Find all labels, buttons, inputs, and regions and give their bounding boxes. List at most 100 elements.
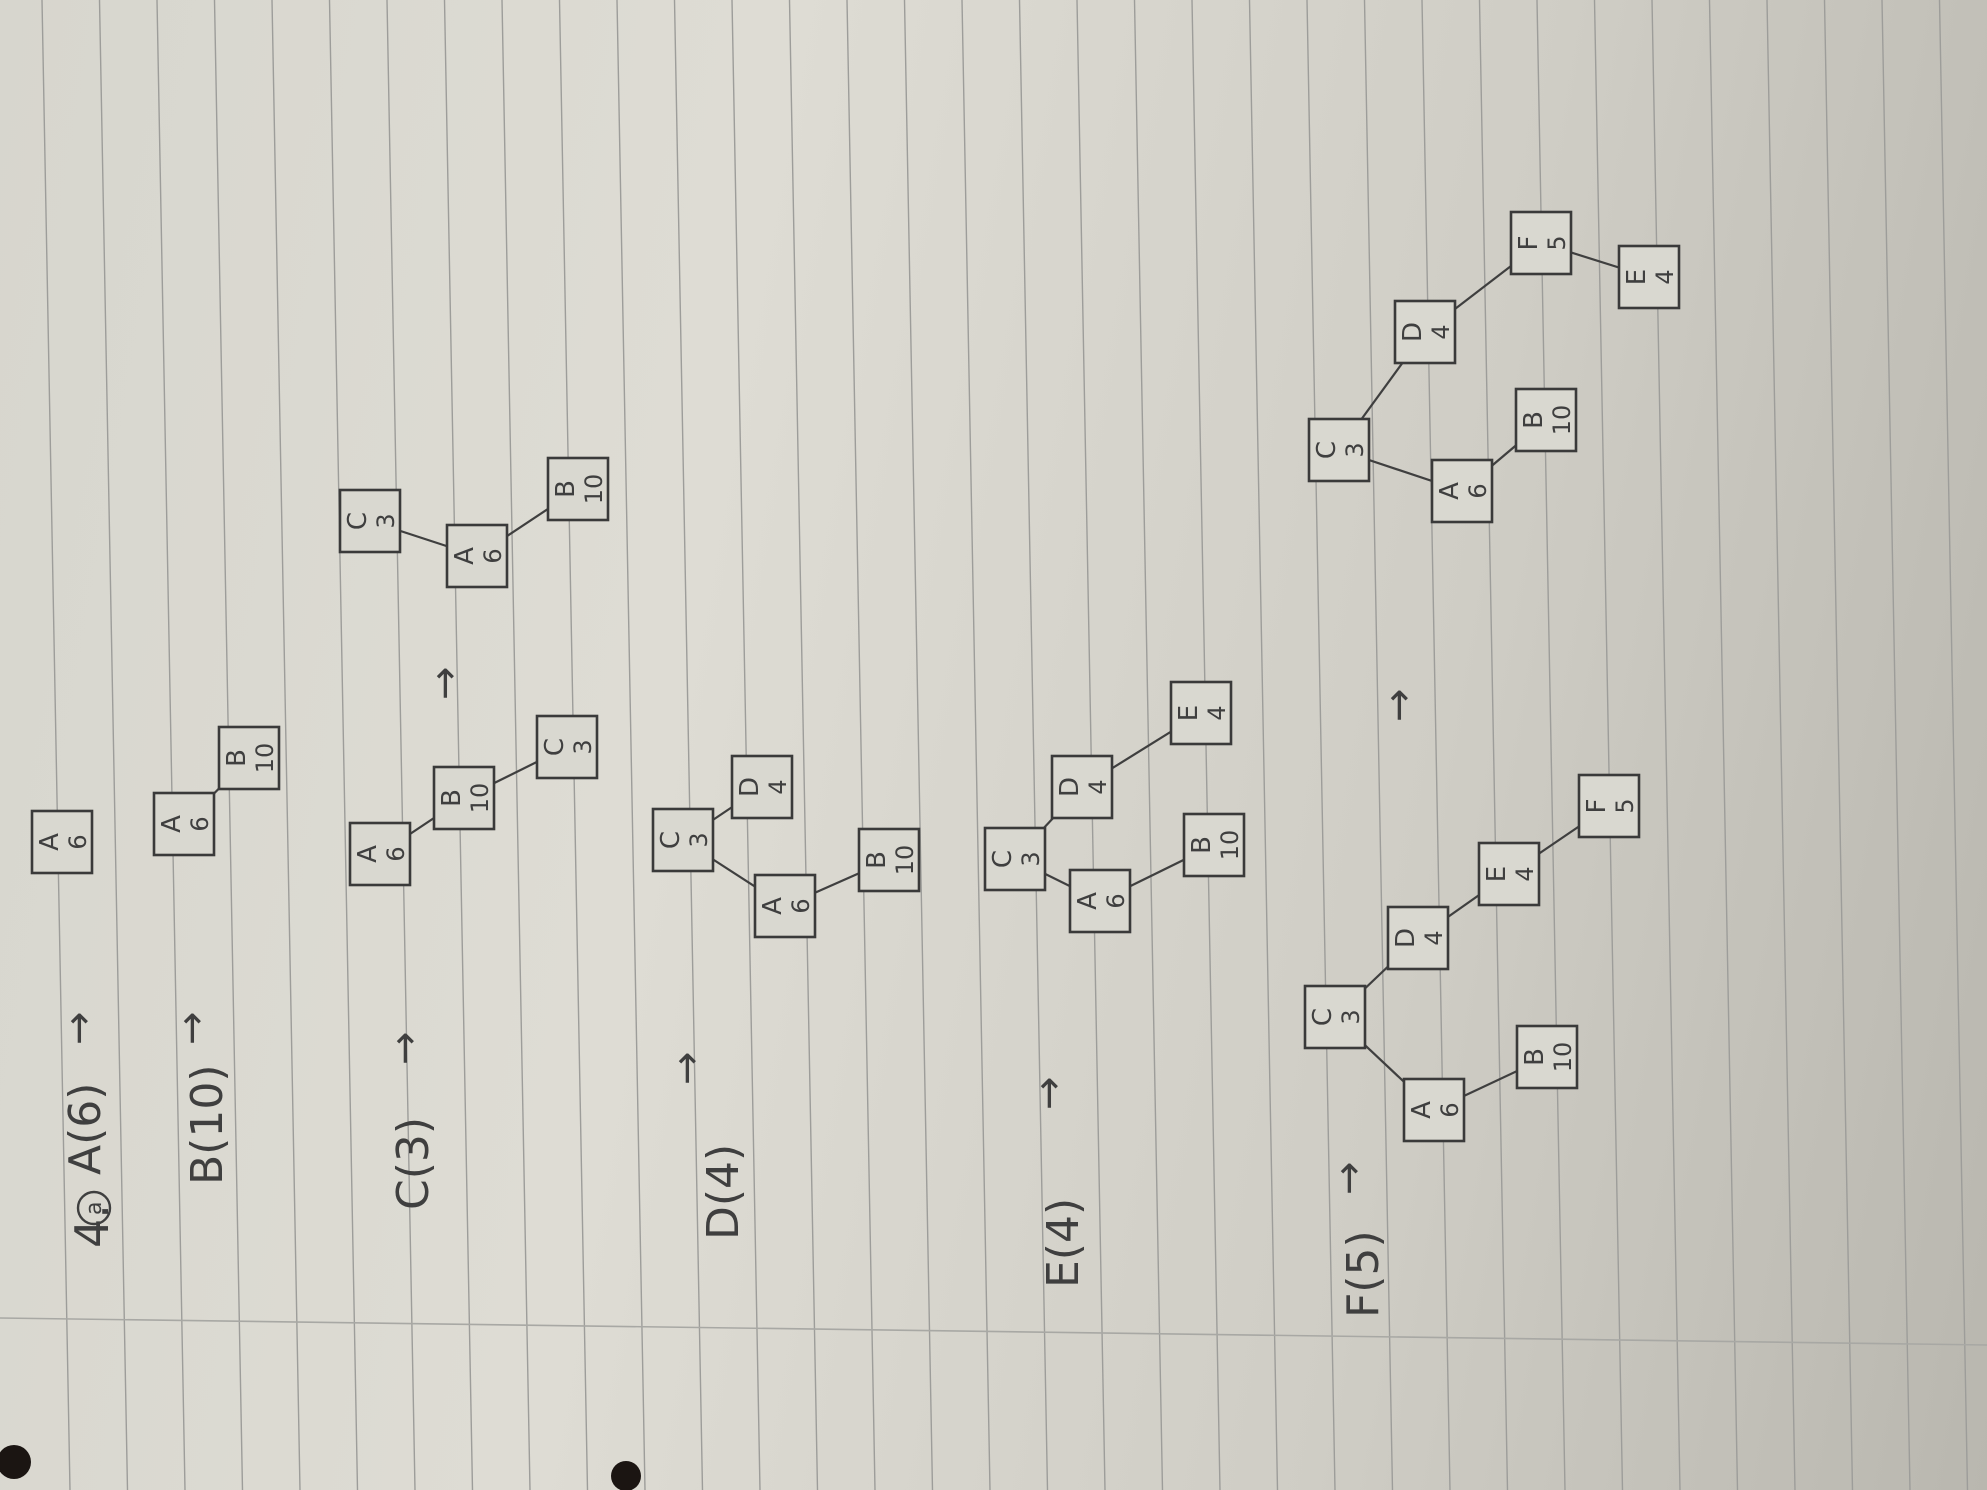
node-letter: A <box>1435 482 1465 500</box>
ruled-line <box>1363 0 1394 1490</box>
node-value: 3 <box>1337 1009 1365 1024</box>
node-letter: C <box>656 831 686 849</box>
ruled-line <box>1651 0 1681 1490</box>
node-value: 10 <box>891 845 919 876</box>
node-box <box>535 714 599 780</box>
node-value: 6 <box>787 898 815 913</box>
row-insert-d: D(4)→ <box>664 1051 749 1240</box>
node-letter: A <box>353 845 383 863</box>
node-value: 6 <box>186 816 214 831</box>
node-box <box>1617 244 1681 310</box>
node-value: 4 <box>1651 269 1679 284</box>
node-letter: D <box>1391 928 1421 948</box>
ruled-line <box>1478 0 1509 1490</box>
ruled-line <box>386 0 416 1490</box>
ruled-lines <box>41 0 1969 1490</box>
punch-hole <box>0 1445 31 1479</box>
ruled-line <box>961 0 991 1490</box>
node-box <box>1515 1024 1579 1090</box>
node-letter: E <box>1174 705 1204 721</box>
node-letter: A <box>758 897 788 915</box>
node-value: 10 <box>580 474 608 505</box>
ruled-line <box>1766 0 1796 1490</box>
ruled-line <box>156 0 186 1490</box>
node-value: 10 <box>1549 1042 1577 1073</box>
insert-label: E(4) <box>1038 1198 1089 1288</box>
node-value: 3 <box>1017 851 1045 866</box>
insert-label: B(10) <box>182 1064 233 1185</box>
node-box <box>1386 905 1450 971</box>
node-value: 6 <box>1102 893 1130 908</box>
node-value: 4 <box>1420 930 1448 945</box>
node-letter: B <box>862 851 892 869</box>
node-letter: C <box>1308 1008 1338 1026</box>
node-letter: C <box>540 738 570 756</box>
ruled-line <box>731 0 761 1490</box>
row-insert-c: C(3)→→ <box>382 666 468 1210</box>
margin-line <box>0 1317 1987 1346</box>
ruled-line <box>1248 0 1279 1490</box>
ruled-line <box>1018 0 1049 1490</box>
part-label: a <box>82 1202 107 1215</box>
node-value: 10 <box>1548 405 1576 436</box>
node-box <box>152 791 216 857</box>
arrow-icon: → <box>382 1031 428 1065</box>
node-value: 3 <box>569 739 597 754</box>
ruled-line <box>501 0 531 1490</box>
ruled-line <box>98 0 129 1490</box>
node-value: 6 <box>382 846 410 861</box>
node-value: 3 <box>372 513 400 528</box>
node-value: 6 <box>1436 1102 1464 1117</box>
node-box <box>30 809 94 875</box>
ruled-line <box>673 0 704 1490</box>
node-value: 4 <box>764 779 792 794</box>
node-value: 10 <box>466 783 494 814</box>
insert-label: A(6) <box>60 1083 111 1175</box>
node-box <box>1169 680 1233 746</box>
node-value: 6 <box>64 834 92 849</box>
node-box <box>445 523 509 589</box>
node-letter: A <box>1073 892 1103 910</box>
node-letter: C <box>1312 441 1342 459</box>
ruled-line <box>1076 0 1106 1490</box>
node-letter: B <box>222 749 252 767</box>
node-box <box>546 456 610 522</box>
node-letter: B <box>1520 1048 1550 1066</box>
ruled-line <box>328 0 359 1490</box>
problem-header: 4. a <box>65 1190 119 1248</box>
node-value: 10 <box>1216 830 1244 861</box>
row-insert-b: B(10)→ <box>169 1011 233 1185</box>
ruled-line <box>1593 0 1624 1490</box>
node-value: 6 <box>479 548 507 563</box>
node-letter: A <box>450 547 480 565</box>
node-box <box>857 827 921 893</box>
node-letter: C <box>988 850 1018 868</box>
node-box <box>338 488 402 554</box>
node-letter: E <box>1622 269 1652 285</box>
arrow-icon: → <box>422 666 468 700</box>
node-box <box>348 821 412 887</box>
node-letter: C <box>343 512 373 530</box>
node-box <box>1182 812 1246 878</box>
node-value: 10 <box>251 743 279 774</box>
node-box <box>1307 417 1371 483</box>
